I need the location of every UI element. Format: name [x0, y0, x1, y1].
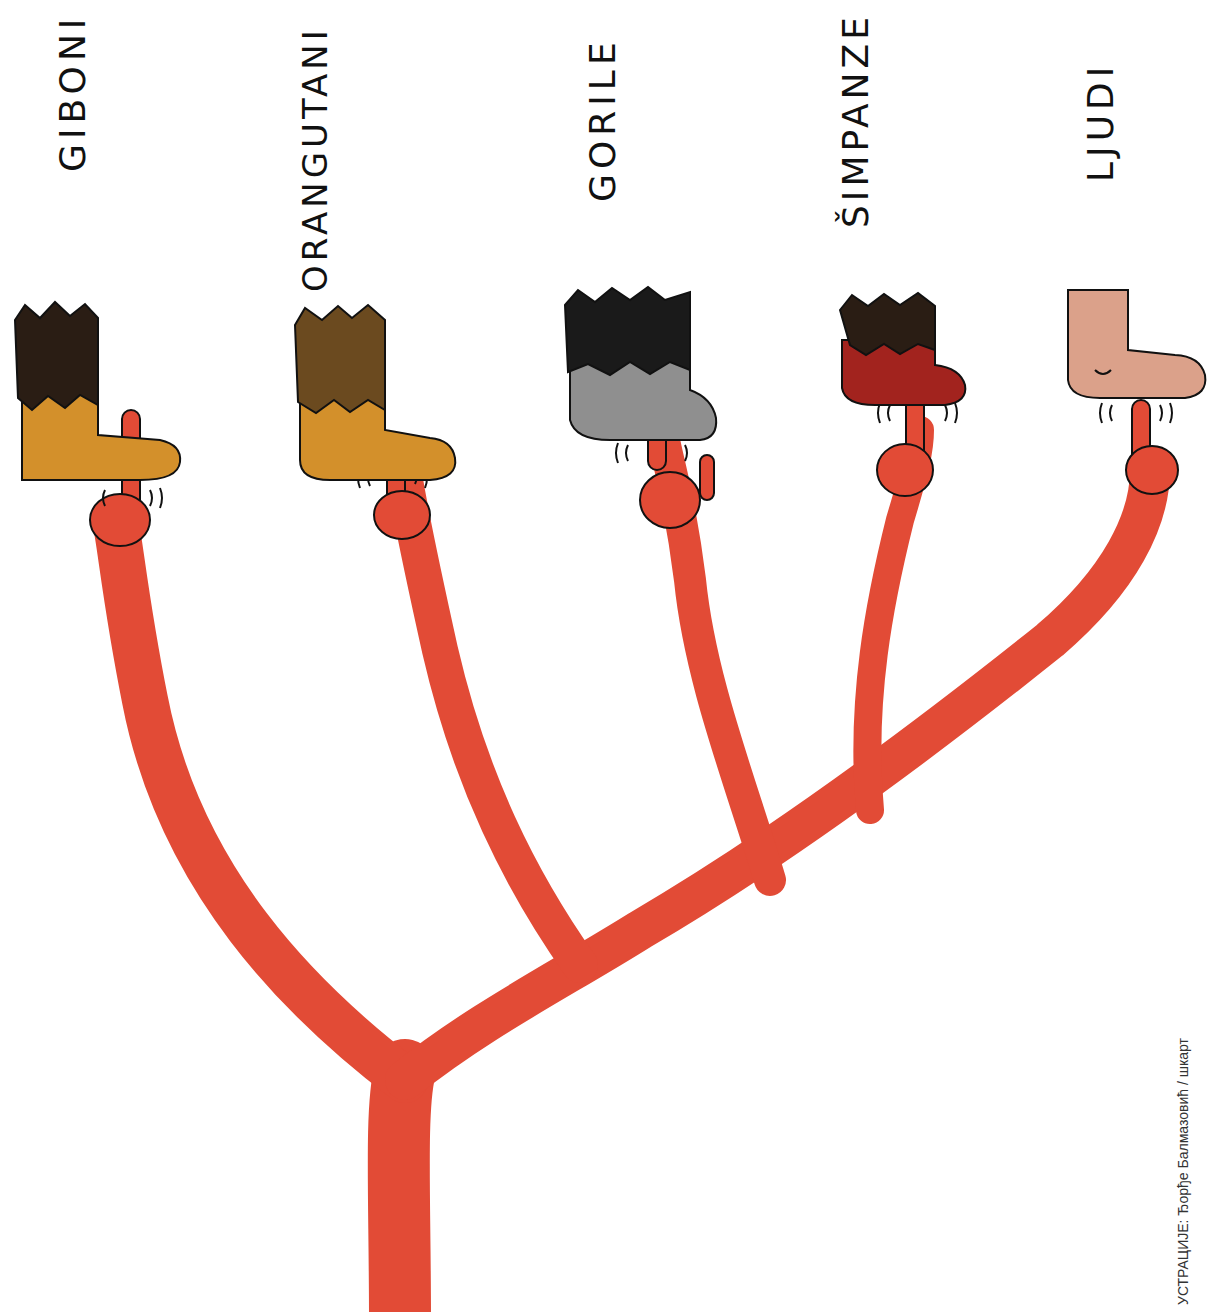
species-label: LJUDI — [1083, 62, 1119, 182]
species-label: GIBONI — [55, 14, 91, 172]
species-label: ORANGUTANI — [298, 26, 332, 292]
tree-branches — [115, 430, 1150, 1312]
species-label: ŠIMPANZE — [838, 13, 874, 228]
ape-feet — [15, 287, 1205, 480]
credit-text: УСТРАЦИЈЕ: Ђорђе Балмазовић / шкарт — [1176, 1038, 1190, 1305]
species-label: GORILE — [585, 37, 621, 202]
